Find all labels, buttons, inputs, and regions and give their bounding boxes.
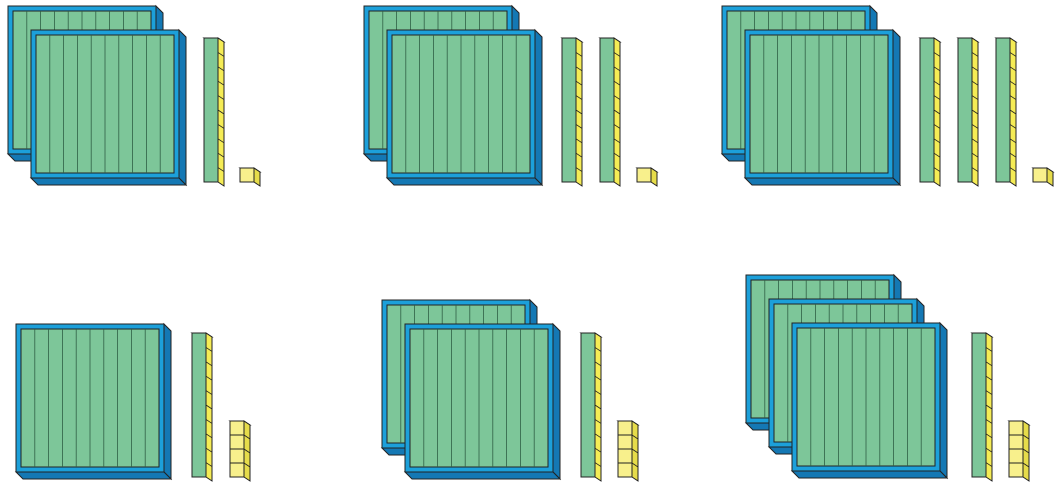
one-cube-icon (1033, 168, 1053, 186)
hundred-flat-icon (387, 30, 542, 185)
ten-rod-icon (972, 333, 992, 481)
hundred-flat-icon (405, 324, 560, 479)
one-cube-icon (240, 168, 260, 186)
one-cube-icon (230, 449, 244, 463)
group-3 (722, 6, 1053, 186)
one-cube-icon (637, 168, 657, 186)
ten-rod-icon (958, 38, 978, 186)
one-cube-icon (230, 435, 244, 449)
one-cube-icon-stack (1009, 421, 1029, 481)
one-cube-icon (1009, 435, 1023, 449)
one-cube-icon-stack (618, 421, 638, 481)
one-cube-icon (618, 435, 632, 449)
one-cube-icon (618, 449, 632, 463)
hundred-flat-icon (745, 30, 900, 185)
one-cube-icon (1009, 449, 1023, 463)
one-cube-icon (1009, 463, 1023, 477)
hundred-flat-icon (792, 323, 947, 478)
one-cube-icon-stack (230, 421, 250, 481)
hundred-flat-icon (16, 324, 171, 479)
one-cube-icon (240, 168, 254, 182)
ten-rod-icon (562, 38, 582, 186)
one-cube-icon (1009, 421, 1023, 435)
one-cube-icon (230, 463, 244, 477)
hundred-flat-icon (31, 30, 186, 185)
one-cube-icon (618, 463, 632, 477)
group-4 (16, 324, 250, 481)
group-6 (746, 275, 1029, 481)
group-5 (382, 300, 638, 481)
group-1 (8, 6, 260, 186)
one-cube-icon (618, 421, 632, 435)
one-cube-icon (1033, 168, 1047, 182)
one-cube-icon (230, 421, 244, 435)
ten-rod-icon (920, 38, 940, 186)
ten-rod-icon (192, 333, 212, 481)
ten-rod-icon (204, 38, 224, 186)
group-2 (364, 6, 657, 186)
one-cube-icon (637, 168, 651, 182)
ten-rod-icon (996, 38, 1016, 186)
ten-rod-icon (600, 38, 620, 186)
ten-rod-icon (581, 333, 601, 481)
